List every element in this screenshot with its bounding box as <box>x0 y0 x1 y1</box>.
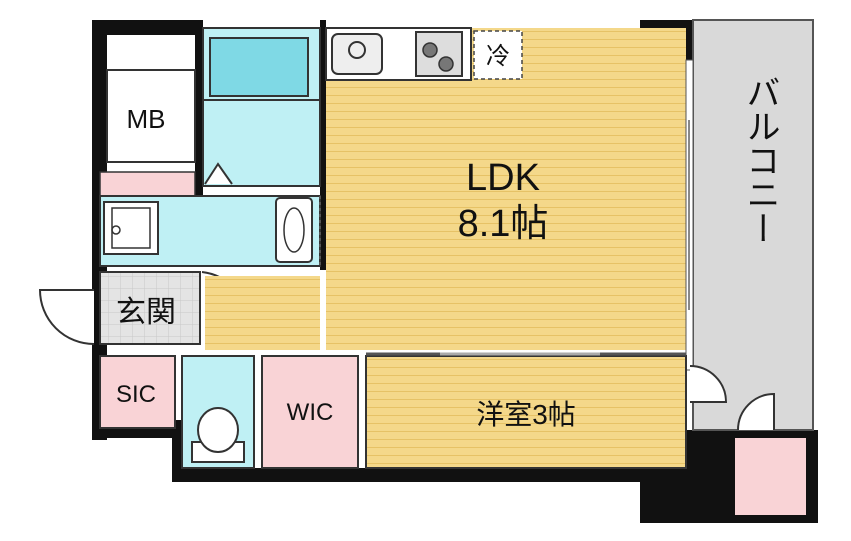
sic-label: SIC <box>116 381 156 408</box>
fridge-space <box>473 30 523 80</box>
balcony-door-arc <box>689 365 728 403</box>
balcony-label: バルコニー <box>741 75 779 245</box>
toilet-bowl <box>197 407 239 453</box>
sink <box>331 33 383 75</box>
wash-basin <box>275 197 313 263</box>
burner-icon <box>438 56 454 72</box>
stove <box>415 31 463 77</box>
fridge-label: 冷 <box>486 43 510 70</box>
ldk-name: LDK <box>466 157 540 199</box>
basin-bowl <box>283 207 305 253</box>
mb-label: MB <box>127 104 166 134</box>
sic-closet <box>99 355 176 429</box>
ldk-size: 8.1帖 <box>458 203 549 245</box>
western-room <box>365 355 687 469</box>
hallway <box>205 276 320 350</box>
storage-door-arc <box>737 392 775 431</box>
drain-icon <box>111 225 121 235</box>
faucet-icon <box>348 41 366 59</box>
mb-closet <box>106 69 196 163</box>
wic-closet <box>261 355 359 469</box>
balcony-storage <box>735 438 806 515</box>
western-room-label: 洋室3帖 <box>476 399 576 430</box>
burner-icon <box>422 42 438 58</box>
washroom-storage <box>99 171 196 197</box>
ldk-floor <box>326 28 686 350</box>
entrance <box>99 271 201 345</box>
front-door-arc <box>38 289 95 345</box>
bathtub <box>209 37 309 97</box>
entrance-label: 玄関 <box>116 296 176 329</box>
bathroom-door-icon <box>204 162 233 185</box>
wic-label: WIC <box>287 399 334 426</box>
